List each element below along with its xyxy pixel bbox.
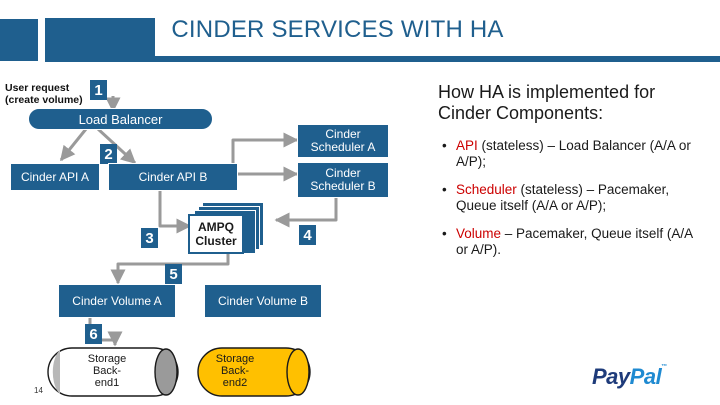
bullet-keyword: API [456, 138, 478, 153]
step-4-marker: 4 [299, 225, 316, 245]
user-request-label: User request (create volume) [5, 82, 83, 106]
step-3-marker: 3 [141, 228, 158, 248]
arrow-scheduler-to-amqp [274, 197, 338, 228]
cinder-api-a-box: Cinder API A [10, 163, 100, 191]
paypal-logo: PayPal™ [592, 364, 667, 389]
slide-title: CINDER SERVICES WITH HA [171, 16, 504, 43]
storage-backend-2-shape [197, 347, 311, 397]
cinder-volume-b-box: Cinder Volume B [204, 284, 322, 318]
page-number: 14 [34, 386, 43, 395]
arrow-api-b-to-amqp [158, 190, 192, 234]
title-backdrop [155, 0, 720, 56]
bullet-keyword: Scheduler [456, 182, 517, 197]
load-balancer-box: Load Balancer [28, 108, 213, 130]
cinder-api-b-box: Cinder API B [108, 163, 238, 191]
bullet-scheduler: Scheduler (stateless) – Pacemaker, Queue… [442, 182, 702, 214]
step-1-marker: 1 [90, 80, 107, 100]
storage-backend-1-label: Storage Back- end1 [87, 353, 127, 389]
step-5-marker: 5 [165, 264, 182, 284]
step-6-marker: 6 [85, 324, 102, 344]
header-accent-block [0, 19, 38, 61]
step-2-marker: 2 [100, 144, 117, 164]
ha-bullet-list: API (stateless) – Load Balancer (A/A or … [442, 138, 702, 270]
arrow-api-b-to-scheduler-a [231, 132, 299, 164]
arrow-lb-to-api-a [59, 128, 88, 162]
cinder-volume-a-box: Cinder Volume A [58, 284, 176, 318]
bullet-keyword: Volume [456, 226, 502, 241]
bullet-volume: Volume – Pacemaker, Queue itself (A/A or… [442, 226, 702, 258]
bullet-api: API (stateless) – Load Balancer (A/A or … [442, 138, 702, 170]
storage-backend-2-label: Storage Back- end2 [215, 353, 255, 389]
ha-summary-title: How HA is implemented for Cinder Compone… [438, 82, 656, 123]
storage-backend-1-shape [47, 347, 179, 397]
